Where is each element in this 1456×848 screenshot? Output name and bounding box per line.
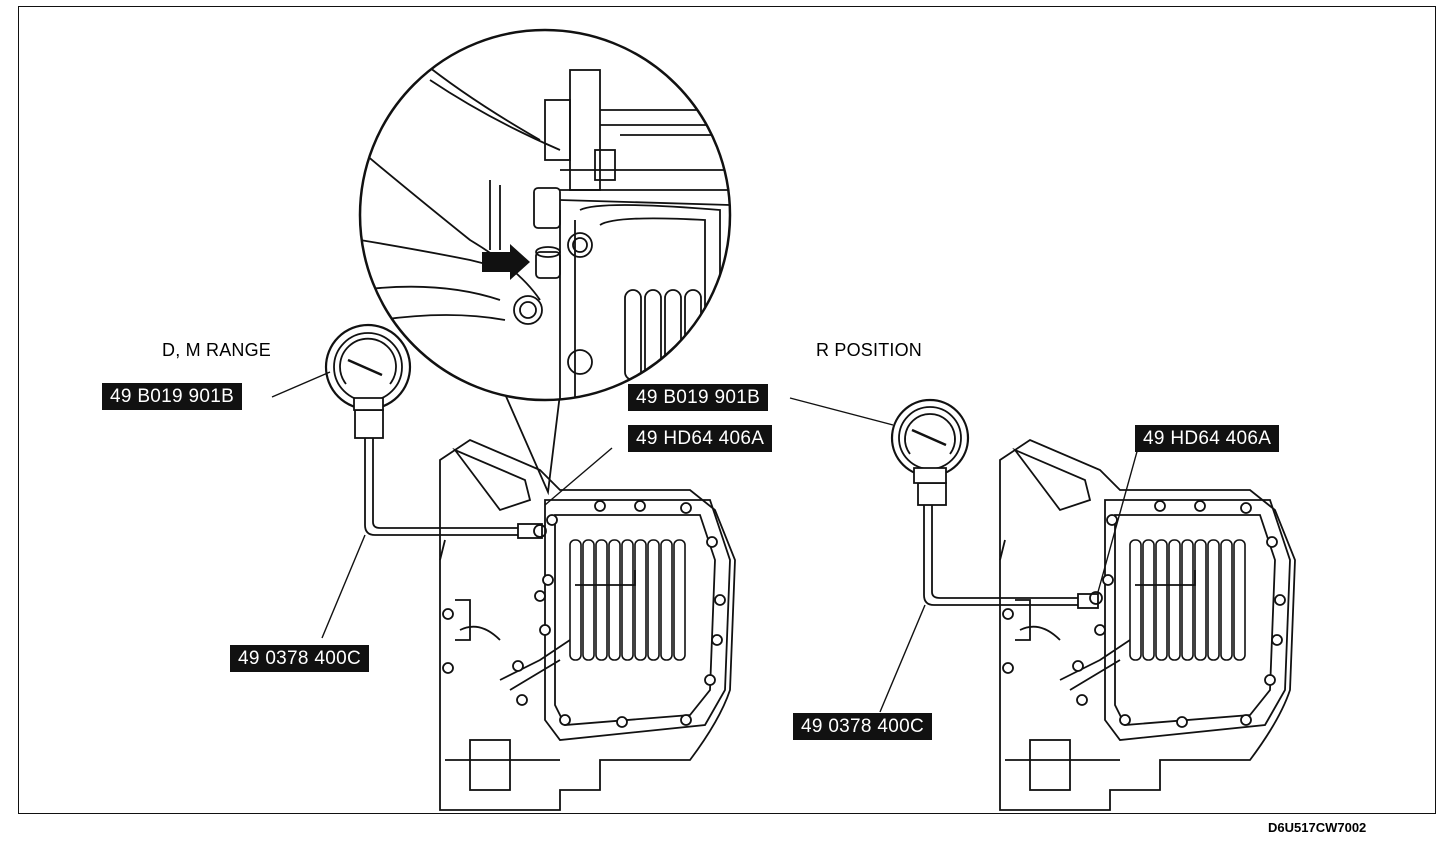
- arrow-icon: [482, 244, 530, 280]
- leader-lines: [271, 371, 1139, 713]
- right-adapter-part-number: 49 HD64 406A: [1135, 425, 1280, 452]
- figure-code: D6U517CW7002: [1268, 820, 1367, 835]
- left-adapter-part-number: 49 HD64 406A: [628, 425, 773, 452]
- right-transmission: [890, 398, 1296, 811]
- magnified-detail-view: [358, 28, 732, 496]
- left-range-heading: D, M RANGE: [162, 340, 272, 360]
- right-hose-part-number: 49 0378 400C: [793, 713, 932, 740]
- right-range-heading: R POSITION: [816, 340, 923, 360]
- left-hose-part-number: 49 0378 400C: [230, 645, 369, 672]
- figure-frame: [18, 6, 1436, 814]
- right-gauge-part-number: 49 B019 901B: [628, 384, 769, 411]
- left-transmission: [324, 323, 736, 811]
- left-gauge-part-number: 49 B019 901B: [102, 383, 243, 410]
